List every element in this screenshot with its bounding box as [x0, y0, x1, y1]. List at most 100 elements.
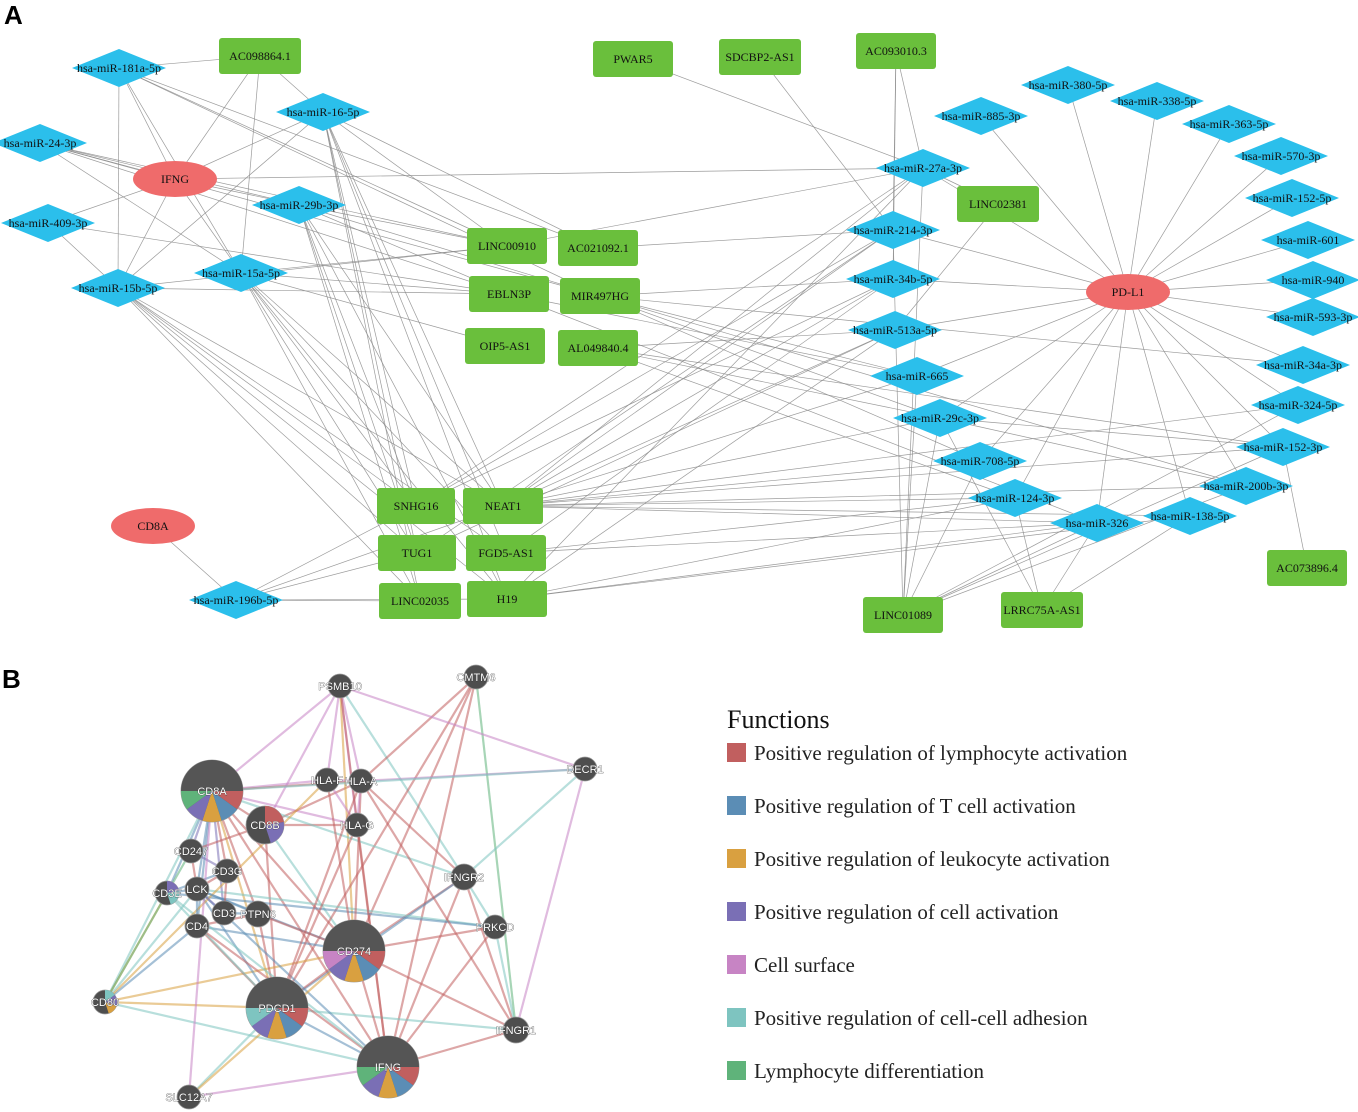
- interaction-edge: [894, 203, 999, 331]
- gene-interaction-edge: [360, 780, 517, 1031]
- interaction-edge: [1127, 197, 1293, 293]
- lncrna-node-shape: [465, 328, 545, 364]
- legend-item: Positive regulation of cell-cell adhesio…: [727, 1006, 1088, 1030]
- mirna-node-shape: [1261, 221, 1355, 259]
- node-label: hsa-miR-601: [1277, 233, 1340, 247]
- gene-interaction-edge: [211, 789, 465, 879]
- interaction-edge: [1127, 100, 1158, 293]
- interaction-edge: [240, 272, 506, 347]
- node-label: LRRC75A-AS1: [1003, 603, 1080, 617]
- interaction-edge: [502, 167, 924, 507]
- legend-label: Positive regulation of T cell activation: [754, 794, 1076, 818]
- mirna-node-shape: [1199, 467, 1293, 505]
- interaction-edge: [118, 67, 508, 247]
- mrna-node-shape: [1086, 274, 1170, 310]
- gene-node-psmb10: PSMB10: [318, 673, 362, 699]
- mirna-node-shape: [1021, 66, 1115, 104]
- function-wedge: [105, 1002, 117, 1014]
- lncrna-node-shape: [558, 230, 638, 266]
- gene-node-cap: [246, 977, 308, 1008]
- gene-label: IFNG: [375, 1062, 401, 1074]
- network-node-oip5: OIP5-AS1: [465, 328, 545, 364]
- mirna-node-shape: [189, 581, 283, 619]
- gene-node-slc12a7: SLC12A7: [165, 1084, 213, 1110]
- function-wedge: [105, 994, 118, 1006]
- network-node-m124: hsa-miR-124-3p: [968, 479, 1062, 517]
- function-wedge: [186, 791, 212, 821]
- gene-label: PSMB10: [318, 681, 361, 693]
- node-label: hsa-miR-200b-3p: [1204, 479, 1289, 493]
- interaction-edge: [1014, 497, 1043, 611]
- gene-interaction-edge: [104, 1000, 389, 1069]
- gene-node-cd3d: CD3: [211, 900, 237, 926]
- node-label: H19: [497, 592, 518, 606]
- node-label: hsa-miR-29c-3p: [901, 411, 979, 425]
- node-label: FGD5-AS1: [478, 546, 533, 560]
- network-node-m34a: hsa-miR-34a-3p: [1256, 346, 1350, 384]
- node-label: hsa-miR-16-5p: [287, 105, 360, 119]
- network-node-m380: hsa-miR-380-5p: [1021, 66, 1115, 104]
- legend-item: Positive regulation of T cell activation: [727, 794, 1076, 818]
- interaction-edge: [117, 287, 418, 554]
- node-label: PWAR5: [613, 52, 652, 66]
- gene-node-cd274: CD274: [322, 919, 386, 983]
- gene-interaction-edge: [493, 926, 518, 1031]
- gene-interaction-edge: [187, 790, 214, 1098]
- node-label: AL049840.4: [568, 341, 629, 355]
- network-node-m181a: hsa-miR-181a-5p: [72, 49, 166, 87]
- interaction-edge: [118, 67, 599, 249]
- node-label: PD-L1: [1112, 285, 1145, 299]
- function-wedge: [277, 1008, 303, 1038]
- lncrna-node-shape: [719, 39, 801, 75]
- lncrna-node-shape: [558, 330, 638, 366]
- function-wedge: [323, 951, 354, 970]
- gene-node-circle: [344, 812, 370, 838]
- lncrna-node-shape: [379, 583, 461, 619]
- node-label: hsa-miR-708-5p: [941, 454, 1020, 468]
- legend-label: Positive regulation of lymphocyte activa…: [754, 741, 1128, 765]
- gene-interaction-edge: [386, 876, 466, 1068]
- network-node-m29c: hsa-miR-29c-3p: [893, 399, 987, 437]
- interaction-edge: [599, 295, 1304, 366]
- mirna-node-shape: [1, 204, 95, 242]
- mrna-node-shape: [133, 161, 217, 197]
- network-node-m708: hsa-miR-708-5p: [933, 442, 1027, 480]
- gene-interaction-edge: [339, 685, 465, 878]
- gene-node-cd247: CD247: [174, 838, 208, 864]
- network-node-m513a: hsa-miR-513a-5p: [848, 311, 942, 349]
- interaction-edge: [502, 404, 1299, 507]
- mirna-node-shape: [848, 311, 942, 349]
- gene-node-cmtm6: CMTM6: [456, 664, 496, 690]
- interaction-edge: [298, 204, 504, 507]
- function-wedge: [167, 891, 179, 905]
- gene-label: CD8B: [250, 820, 279, 832]
- mirna-node-shape: [846, 260, 940, 298]
- interaction-edge: [502, 278, 894, 507]
- node-label: hsa-miR-15a-5p: [202, 266, 280, 280]
- network-node-neat1: NEAT1: [463, 488, 543, 524]
- gene-node-hlaf: HLA-F: [311, 767, 343, 793]
- gene-node-circle: [572, 756, 598, 782]
- interaction-edge: [597, 347, 1016, 499]
- interaction-edge: [39, 142, 601, 297]
- gene-node-circle: [482, 914, 508, 940]
- network-node-m593: hsa-miR-593-3p: [1266, 298, 1358, 336]
- network-node-m940: hsa-miR-940: [1266, 261, 1358, 299]
- network-node-m15b: hsa-miR-15b-5p: [71, 269, 165, 307]
- gene-node-cd4: CD4: [184, 913, 210, 939]
- function-wedge: [265, 806, 284, 825]
- node-label: MIR497HG: [571, 289, 629, 303]
- function-wedge: [378, 1067, 398, 1099]
- interaction-edge: [502, 446, 1284, 507]
- gene-interaction-edge: [211, 767, 586, 793]
- legend-item: Positive regulation of cell activation: [727, 900, 1059, 924]
- gene-interaction-edge: [104, 850, 192, 1003]
- interaction-edge: [415, 167, 924, 507]
- network-node-m196b: hsa-miR-196b-5p: [189, 581, 283, 619]
- legend-item: Lymphocyte differentiation: [727, 1059, 984, 1083]
- interaction-edge: [1127, 123, 1230, 293]
- legend-swatch: [727, 849, 746, 868]
- interaction-edge: [502, 329, 896, 507]
- gene-interaction-edge: [104, 949, 355, 1004]
- interaction-edge: [506, 329, 896, 600]
